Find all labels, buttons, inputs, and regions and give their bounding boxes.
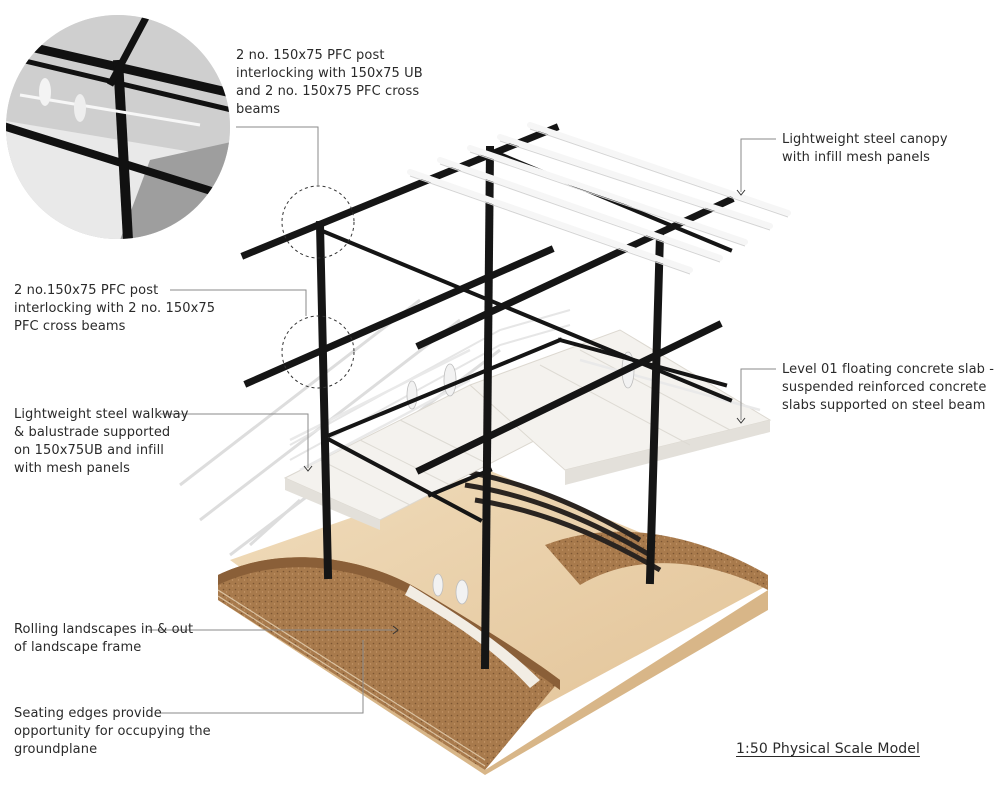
leader-arrowheads: [303, 189, 746, 635]
canopy-slat-edges: [409, 128, 789, 275]
annotation-walkway: Lightweight steel walkway & balustrade s…: [14, 407, 189, 476]
annotation-mid-connection: 2 no.150x75 PFC post interlocking with 2…: [14, 283, 216, 334]
annotation-seating-edges: Seating edges provide opportunity for oc…: [14, 706, 211, 757]
scale-caption: 1:50 Physical Scale Model: [736, 741, 920, 757]
detail-callout-circle-mid: [281, 315, 355, 389]
detail-photo-circle: [6, 15, 230, 239]
annotation-floating-slab: Level 01 floating concrete slab - suspen…: [782, 362, 995, 413]
leader-lines: [148, 126, 776, 714]
canopy-slats: [407, 122, 791, 273]
annotation-landscape: Rolling landscapes in & out of landscape…: [14, 622, 194, 655]
annotation-top-connection: 2 no. 150x75 PFC post interlocking with …: [236, 48, 423, 117]
model-base: [217, 467, 768, 775]
annotation-canopy: Lightweight steel canopy with infill mes…: [782, 132, 948, 165]
